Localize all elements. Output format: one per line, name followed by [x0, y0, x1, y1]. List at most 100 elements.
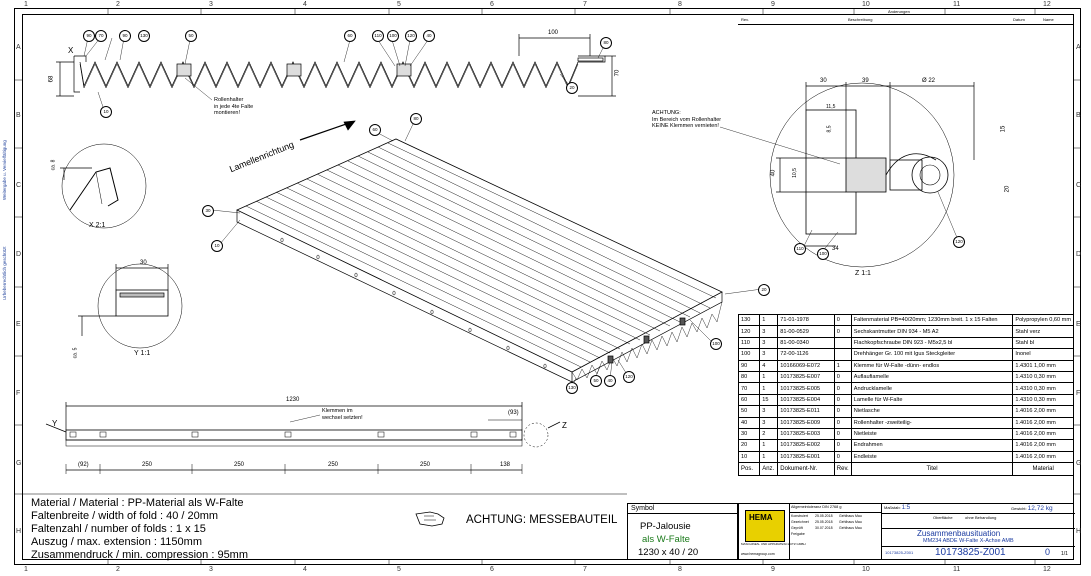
bom-cell: 1.4016 2,00 mm — [1012, 450, 1074, 464]
zone-10: 10 — [862, 1, 870, 8]
zone-c: C — [16, 182, 22, 189]
dim-10-5: 10,5 — [791, 168, 798, 178]
bom-cell: 10173825-E009 — [777, 416, 835, 429]
drawing-frame — [14, 8, 1081, 565]
bom-cell: Flachkopfschraube DIN 923 - M5x2,5 bl — [850, 336, 1014, 350]
doc-number: 10173825-Z001 — [935, 547, 1006, 558]
bom-cell: 1 — [759, 370, 779, 384]
bom-cell: 20 — [737, 439, 761, 452]
company-sub: MASCHINEN- UND APPARATESCHUTZ GMBH — [741, 542, 806, 546]
bom-cell: 2 — [759, 427, 779, 441]
balloon-90-b: 90 — [119, 30, 131, 42]
bom-cell: 1 — [759, 313, 779, 327]
bom-cell: 3 — [759, 405, 779, 418]
bom-cell: 0 — [833, 382, 852, 395]
zone-7: 7 — [583, 1, 587, 8]
bom-cell: 1.4016 2,00 mm — [1012, 416, 1074, 429]
revision-name: Name — [1043, 17, 1054, 22]
zone-g: G — [16, 460, 22, 467]
dim-15: 15 — [1000, 125, 1007, 133]
balloon-110-top: 110 — [372, 30, 384, 42]
surface-value: ohne Behandlung — [965, 515, 997, 520]
zone-8: 8 — [678, 1, 682, 8]
note-rollenhalter-3: montieren! — [214, 110, 240, 116]
zone-4: 4 — [303, 1, 307, 8]
zone-e: E — [16, 321, 21, 328]
name-geprueft: Gehlhaus Mau — [839, 526, 862, 530]
bom-cell: 40 — [737, 416, 761, 429]
dim-30-z: 30 — [820, 78, 827, 84]
dim-ca8: ca. 8 — [50, 159, 57, 171]
bom-cell: 10173825-E007 — [777, 370, 835, 384]
bom-cell: 15 — [759, 393, 779, 407]
zone-b8: 8 — [678, 566, 682, 573]
small-doc-no: 10173825-Z001 — [885, 550, 914, 555]
revision-top-label: Änderungen — [888, 9, 910, 14]
zone-re: E — [1076, 321, 1081, 328]
balloon-60-top: 60 — [344, 30, 356, 42]
name-gezeichnet: Gehlhaus Mau — [839, 520, 862, 524]
zone-9: 9 — [771, 1, 775, 8]
date-geprueft: 30.07.2018 — [815, 526, 833, 530]
material-line-2: Faltenbreite / width of fold : 40 / 20mm — [31, 510, 219, 522]
bom-cell: 0 — [833, 416, 852, 429]
symbol-box: Symbol PP-Jalousie als W-Falte 1230 x 40… — [627, 503, 738, 560]
bom-cell: Polypropylen 0,60 mm — [1012, 313, 1074, 327]
bom-cell: 10173825-E005 — [777, 382, 835, 395]
view-z-label: Z 1:1 — [855, 270, 871, 277]
bom-cell: 100 — [737, 348, 761, 361]
zone-b5: 5 — [397, 566, 401, 573]
zone-b: B — [16, 112, 21, 119]
bom-cell: 1.4016 2,00 mm — [1012, 439, 1074, 452]
bom-cell: 3 — [759, 325, 779, 338]
bom-cell: 80 — [737, 370, 761, 384]
bom-cell: 10173825-E004 — [777, 393, 835, 407]
bom-cell: Nietlasche — [850, 405, 1014, 418]
bom-header-rev: Rev. — [833, 462, 852, 477]
note-rollenhalter-1: Rollenhalter — [214, 97, 244, 103]
bom-cell: Faltenmaterial PB=40/20mm; 1230mm breit.… — [850, 313, 1014, 327]
dim-20: 20 — [1004, 185, 1011, 193]
note-klemmen-2: wechsel setzten! — [322, 414, 363, 421]
bom-cell: 71-01-1978 — [777, 313, 835, 327]
dim-250-b: 250 — [234, 462, 245, 468]
balloon-50-iso: 50 — [590, 375, 602, 387]
material-line-1: Material / Material : PP-Material als W-… — [31, 497, 244, 509]
bom-cell: 3 — [759, 348, 779, 361]
balloon-120-iso: 120 — [623, 371, 635, 383]
dim-11-5: 11,5 — [826, 104, 836, 110]
balloon-60-iso: 60 — [369, 124, 381, 136]
bom-cell: 1.4016 2,00 mm — [1012, 427, 1074, 441]
bom-cell: Endrahmen — [850, 439, 1014, 452]
bom-cell: 60 — [737, 393, 761, 407]
zone-5: 5 — [397, 1, 401, 8]
zone-b10: 10 — [862, 566, 870, 573]
zone-b12: 12 — [1043, 566, 1051, 573]
bom-cell: 50 — [737, 405, 761, 418]
bom-cell: 3 — [759, 336, 779, 350]
bom-cell: 72-00-1126 — [777, 348, 835, 361]
revision-date: Datum — [1013, 17, 1025, 22]
balloon-100-iso: 100 — [710, 338, 722, 350]
dim-250-c: 250 — [328, 462, 339, 468]
bom-cell: 1 — [833, 359, 852, 372]
bom-cell: 81-00-0340 — [777, 336, 835, 350]
bom-cell: Rollenhalter -zweiteilig- — [850, 416, 1014, 429]
balloon-100-top: 100 — [387, 30, 399, 42]
view-x-label: X 2:1 — [89, 222, 106, 229]
balloon-20-iso: 20 — [758, 284, 770, 296]
revision-desc: Beschreibung — [848, 17, 873, 22]
note-rollenhalter: Rollenhalter in jede 4te Falte montieren… — [214, 97, 253, 117]
bom-cell: Stahl verz — [1012, 325, 1074, 338]
bom-cell: 1.4310 0,30 mm — [1012, 393, 1074, 407]
bom-cell: 10173825-E001 — [777, 450, 835, 464]
dim-93: (93) — [508, 410, 519, 416]
bom-cell: 10 — [737, 450, 761, 464]
